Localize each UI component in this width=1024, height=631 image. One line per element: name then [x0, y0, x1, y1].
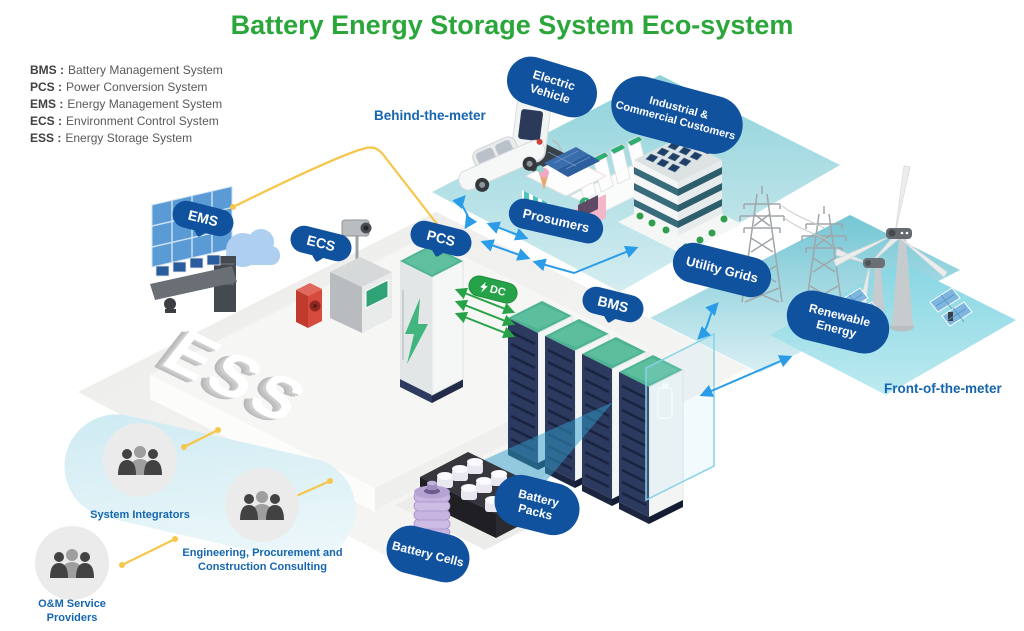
- green-dc-arrows: [454, 287, 516, 339]
- om-service-providers-label: O&M Service Providers: [38, 598, 106, 625]
- epc-consulting-avatar: [225, 468, 299, 542]
- people-group-icon: [240, 491, 284, 520]
- arrow-platform-prosumers-2: [480, 239, 531, 261]
- front-of-the-meter-label: Front-of-the-meter: [884, 381, 1002, 396]
- epc-consulting-label: Engineering, Procurement and Constructio…: [182, 547, 343, 574]
- ems-control-room-illustration: [150, 185, 280, 313]
- legend-row: BMS :Battery Management System: [30, 63, 223, 77]
- transmission-towers-illustration: [739, 186, 847, 323]
- legend: BMS :Battery Management System PCS :Powe…: [30, 62, 223, 147]
- page-title: Battery Energy Storage System Eco-system: [230, 10, 794, 40]
- legend-row: EMS :Energy Management System: [30, 97, 223, 111]
- ecs-equipment-illustration: [296, 219, 392, 333]
- yellow-connectors: [121, 146, 438, 566]
- arrow-ev-pcs: [452, 195, 478, 230]
- legend-row: PCS :Power Conversion System: [30, 80, 208, 94]
- arrow-renewable-ess: [699, 355, 793, 397]
- dc-arrow-3: [454, 311, 516, 339]
- lightning-bolt-icon: [479, 281, 489, 294]
- sysint-link-line: [183, 429, 219, 448]
- behind-the-meter-label: Behind-the-meter: [374, 108, 486, 123]
- electric-car-illustration: [458, 136, 546, 192]
- battery-outline-icon: [657, 383, 673, 419]
- battery-rack-row: [506, 299, 685, 526]
- om-link-line: [121, 538, 176, 566]
- arrow-platform-prosumers-1: [486, 221, 529, 241]
- system-integrators-label: System Integrators: [90, 509, 190, 521]
- dc-badge-label: DC: [488, 282, 508, 299]
- arrow-prosumers-utility: [532, 245, 639, 275]
- legend-row: ECS :Environment Control System: [30, 114, 219, 128]
- yellow-connector-dots: [119, 204, 333, 568]
- blue-flow-arrows: [452, 195, 793, 397]
- commercial-building-illustration: [618, 135, 742, 254]
- system-integrators-avatar: [103, 423, 177, 497]
- epc-link-line: [293, 479, 331, 499]
- pcs-cabinet-illustration: [400, 245, 464, 403]
- people-group-icon: [118, 446, 162, 475]
- rack-highlight-glass: [645, 332, 715, 502]
- ems-to-pcs-line: [232, 146, 438, 225]
- arrow-utility-ess: [697, 302, 719, 340]
- om-service-avatar: [35, 526, 109, 600]
- legend-row: ESS :Energy Storage System: [30, 131, 193, 145]
- people-group-icon: [50, 549, 94, 578]
